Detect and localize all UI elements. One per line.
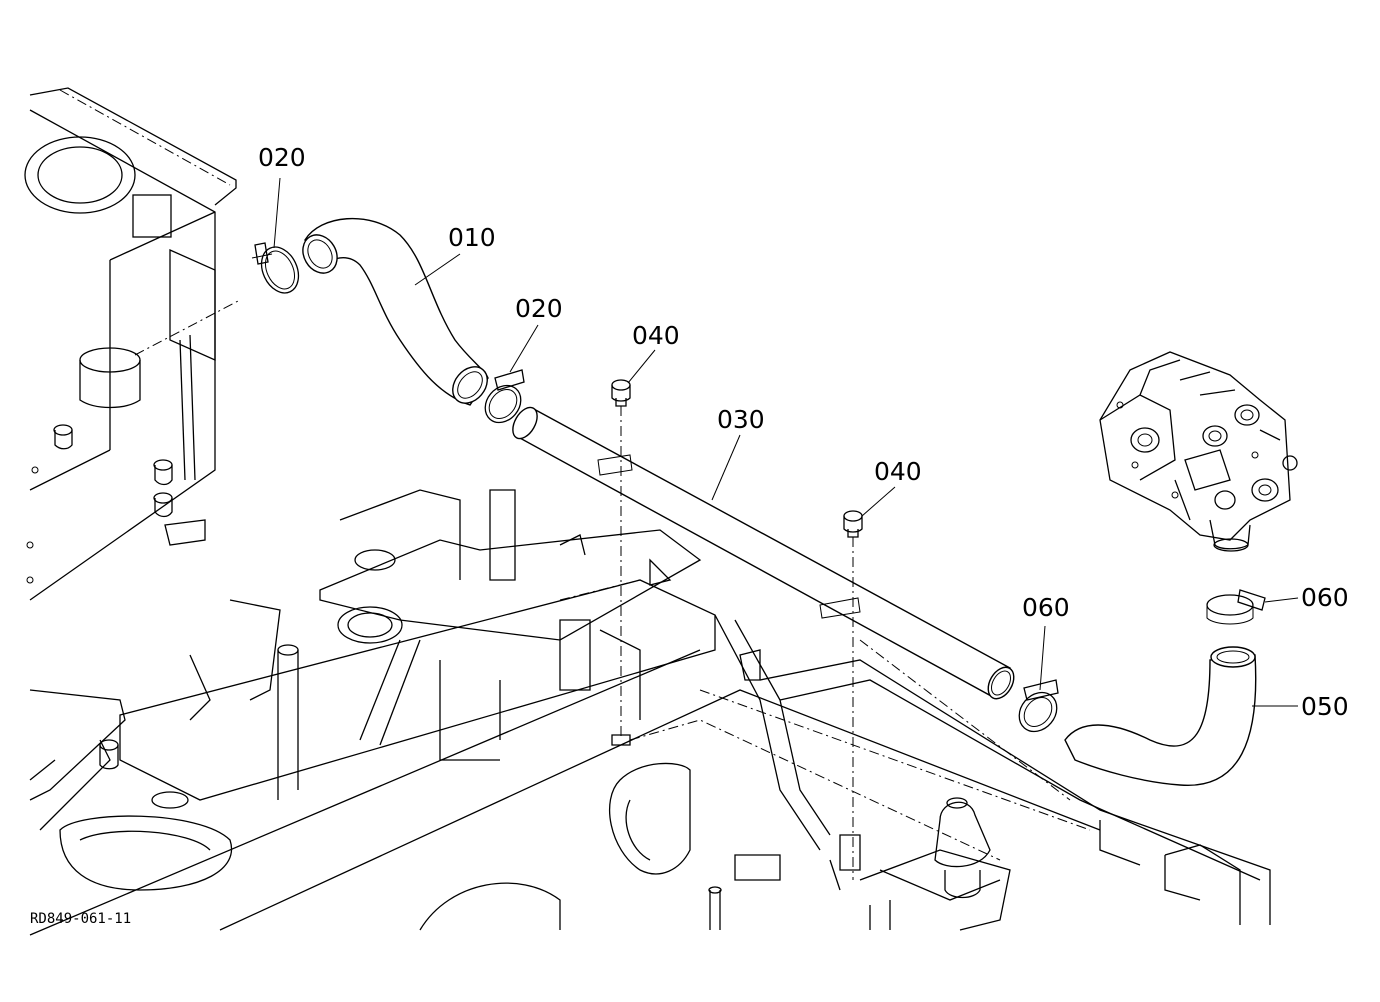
callout-labels: 020 010 020 040 030 040 060 060 050 (258, 143, 1349, 721)
callout-060-upper: 060 (1301, 583, 1349, 612)
bolt-040-left (611, 379, 631, 746)
callout-020-upper: 020 (258, 143, 306, 172)
callout-050: 050 (1301, 692, 1349, 721)
hose-clamp-060-lower (1018, 679, 1059, 733)
bolt-040-right (839, 510, 863, 880)
leader-lines (273, 177, 1299, 707)
hydraulic-pump (1099, 351, 1298, 552)
hose-clamp-060-upper (1206, 589, 1266, 625)
pipe-030 (512, 406, 1015, 700)
callout-010: 010 (448, 223, 496, 252)
callout-060-lower: 060 (1022, 593, 1070, 622)
hose-050 (1064, 646, 1257, 786)
hose-clamp-020-upper (251, 242, 300, 294)
hose-clamp-020-lower (484, 369, 525, 424)
hydraulic-tank (24, 87, 241, 601)
callout-040-right: 040 (874, 457, 922, 486)
drawing-reference-code: RD849-061-11 (30, 911, 131, 927)
callout-030: 030 (717, 405, 765, 434)
callout-020-lower: 020 (515, 294, 563, 323)
callout-040-left: 040 (632, 321, 680, 350)
chassis-frame (29, 489, 1271, 936)
hose-010 (302, 217, 489, 406)
